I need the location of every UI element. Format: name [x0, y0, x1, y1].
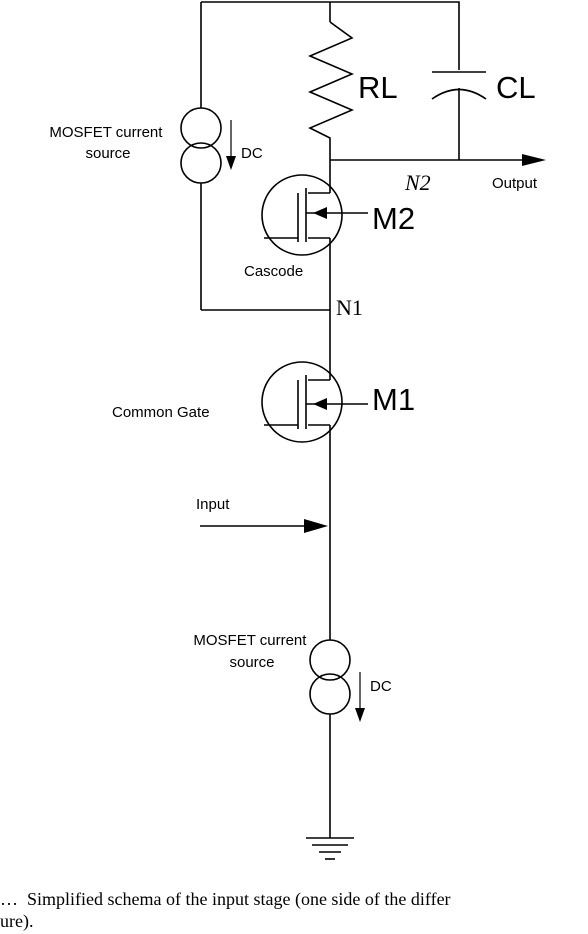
resistor-rl [307, 21, 355, 160]
figure-caption: … Simplified schema of the input stage (… [0, 888, 588, 932]
top-dc-label: DC [241, 145, 263, 162]
input-line [200, 519, 328, 533]
cl-label: CL [496, 70, 536, 105]
n1-label: N1 [336, 295, 363, 320]
m2-label: M2 [372, 201, 415, 236]
caption-line-2: ure). [0, 911, 34, 931]
capacitor-cl [431, 71, 487, 160]
ground-icon [306, 837, 354, 860]
top-source-label-line2: source [85, 145, 130, 162]
common-gate-label: Common Gate [112, 404, 210, 421]
output-arrowhead [522, 154, 546, 166]
bottom-source-label-line1: MOSFET current [193, 632, 307, 649]
m2-body-arrow-icon [313, 207, 327, 219]
m1-body-arrow-icon [313, 398, 327, 410]
input-label: Input [196, 496, 230, 513]
transistor-m1 [261, 360, 368, 640]
bottom-source-label-line2: source [229, 654, 274, 671]
top-source-label: MOSFET current source [49, 124, 166, 162]
bottom-current-source [309, 639, 365, 838]
rl-label: RL [358, 70, 398, 105]
m1-label: M1 [372, 382, 415, 417]
cascode-label: Cascode [244, 263, 303, 280]
transistor-m2 [261, 160, 368, 360]
caption-line-1: … Simplified schema of the input stage (… [0, 889, 451, 909]
bottom-source-label: MOSFET current source [193, 632, 310, 671]
bottom-dc-arrow-icon [355, 708, 365, 722]
input-arrowhead [304, 519, 328, 533]
top-source-label-line1: MOSFET current [49, 124, 163, 141]
top-current-source [180, 107, 236, 310]
top-rail [200, 1, 460, 108]
top-dc-arrow-icon [226, 156, 236, 170]
bottom-dc-label: DC [370, 678, 392, 695]
output-label: Output [492, 175, 538, 192]
n2-label: N2 [404, 170, 431, 195]
output-line [330, 154, 546, 166]
